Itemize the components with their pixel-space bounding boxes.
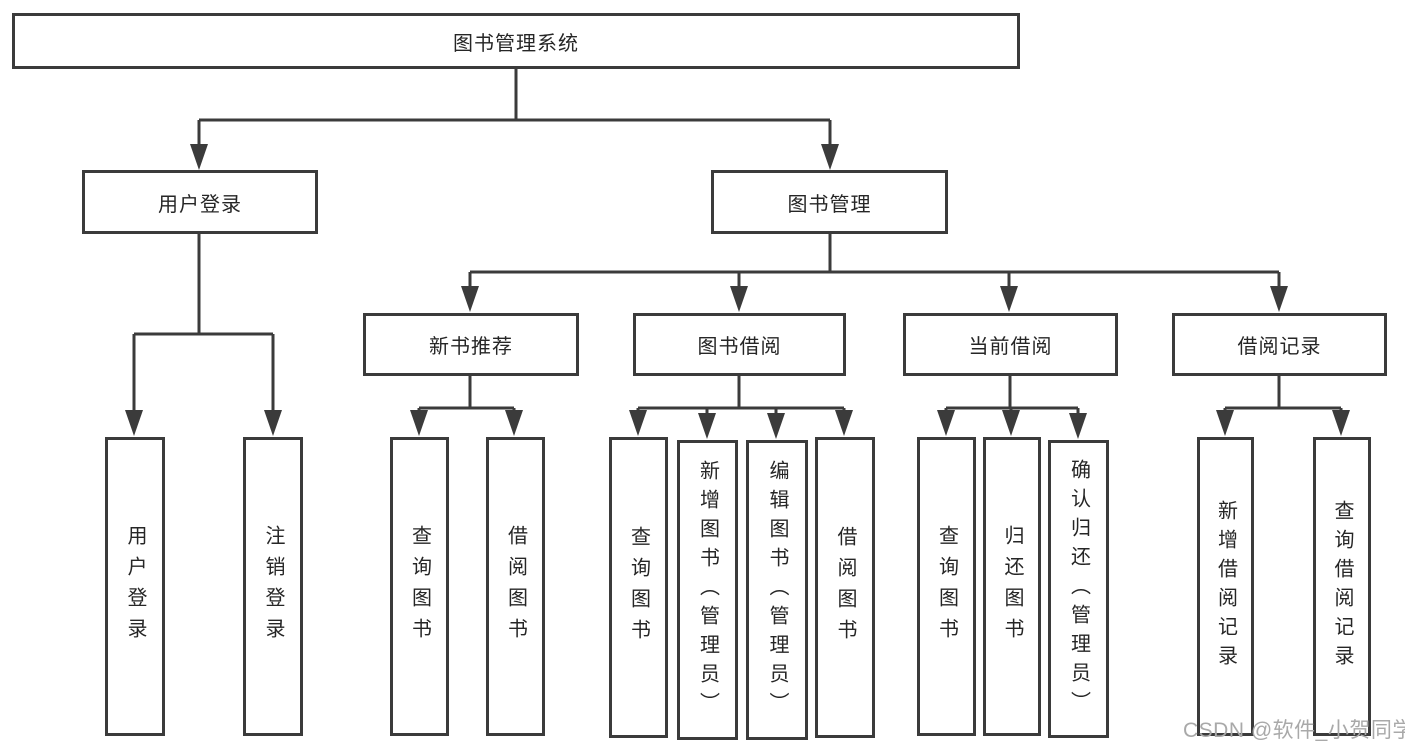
node-current-borrow: 当前借阅 [903,313,1118,376]
leaf-add-books-admin: 新增图书（管理员） [677,440,738,740]
node-new-book-recommend: 新书推荐 [363,313,579,376]
node-borrow-record: 借阅记录 [1172,313,1387,376]
leaf-borrow-borrow-books: 借阅图书 [815,437,875,738]
leaf-recommend-borrow-books: 借阅图书 [486,437,545,736]
leaf-recommend-query-books: 查询图书 [390,437,449,736]
leaf-confirm-return-admin: 确认归还（管理员） [1048,440,1109,738]
leaf-logout: 注销登录 [243,437,303,736]
leaf-edit-books-admin: 编辑图书（管理员） [746,440,808,740]
leaf-return-books: 归还图书 [983,437,1041,736]
leaf-query-borrow-record: 查询借阅记录 [1313,437,1371,736]
leaf-current-query-books: 查询图书 [917,437,976,736]
node-user-login: 用户登录 [82,170,318,234]
node-book-borrow: 图书借阅 [633,313,846,376]
csdn-watermark: CSDN @软件_小贺同学 [1183,719,1405,742]
leaf-user-login: 用户登录 [105,437,165,736]
node-root-system: 图书管理系统 [12,13,1020,69]
leaf-add-borrow-record: 新增借阅记录 [1197,437,1254,736]
node-book-management: 图书管理 [711,170,948,234]
leaf-borrow-query-books: 查询图书 [609,437,668,738]
